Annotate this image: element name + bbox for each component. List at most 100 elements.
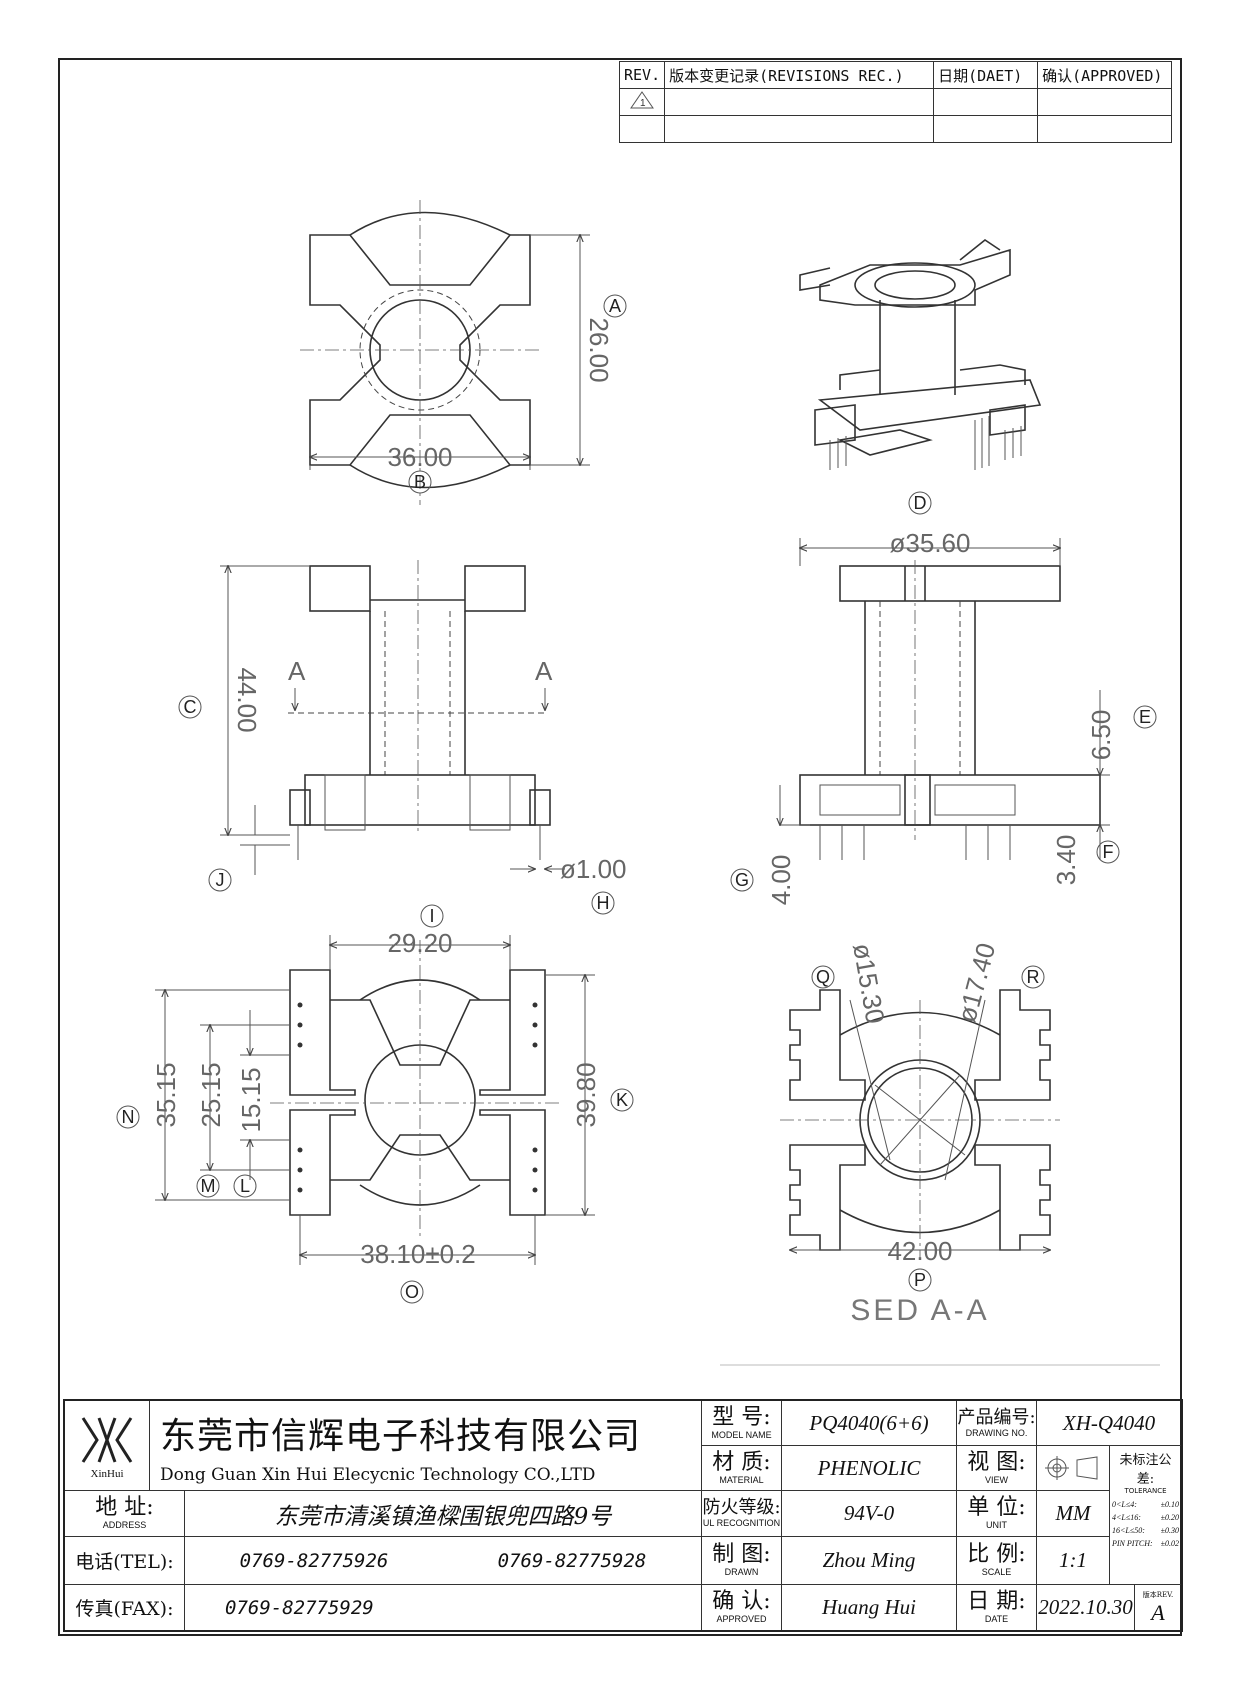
revision-row: 1 [618, 88, 1173, 116]
dim-f: 3.40 [1051, 835, 1081, 886]
revision-approved-cell [1037, 88, 1173, 116]
tolerance-range: PIN PITCH: [1112, 1539, 1153, 1548]
label-i: I [429, 906, 434, 926]
label-o: O [405, 1282, 419, 1302]
drawing-no-label: 产品编号:DRAWING NO. [957, 1401, 1037, 1446]
fax-label: 传真(FAX): [65, 1585, 185, 1630]
date-label: 日 期:DATE [957, 1585, 1037, 1630]
revision-table: REV. 版本变更记录(REVISIONS REC.) 日期(DAET) 确认(… [618, 61, 1173, 143]
rev-value: A [1151, 1599, 1165, 1625]
label-p: P [914, 1270, 926, 1290]
dim-n: 35.15 [151, 1062, 181, 1127]
technical-drawing: 26.00 A 36.00 B D [116, 200, 1160, 1366]
tolerance-value: ±0.10 [1160, 1500, 1179, 1509]
tolerance-row: 0<L≤4: ±0.10 [1112, 1498, 1179, 1511]
dim-a: 26.00 [584, 317, 614, 382]
tolerance-range: 0<L≤4: [1112, 1500, 1137, 1509]
dim-l: 15.15 [236, 1067, 266, 1132]
material-label: 材 质:MATERIAL [702, 1446, 782, 1491]
title-block: XinHui 东莞市信辉电子科技有限公司 Dong Guan Xin Hui E… [63, 1399, 1183, 1632]
tolerance-box: 未标注公差: TOLERANCE 0<L≤4: ±0.10 4<L≤16: ±0.20… [1110, 1446, 1181, 1585]
svg-text:1: 1 [640, 98, 646, 109]
dim-h: ø1.00 [560, 854, 627, 884]
label-f: F [1103, 842, 1114, 862]
section-mark-right: A [535, 656, 553, 686]
iso-view: D [799, 239, 1042, 515]
label-b: B [414, 472, 426, 492]
dim-e: 6.50 [1086, 710, 1116, 761]
tolerance-label-cn: 未标注公差: [1119, 1453, 1172, 1487]
tolerance-value: ±0.20 [1160, 1513, 1179, 1522]
dim-k: 39.80 [571, 1062, 601, 1127]
xinhui-logo-icon [81, 1416, 133, 1463]
dim-g: 4.00 [766, 855, 796, 906]
front-view: A A 44.00 C J ø1.00 H [178, 560, 627, 915]
tel-values: 0769-82775926 0769-82775928 [185, 1537, 702, 1585]
tel-2: 0769-82775928 [497, 1549, 647, 1572]
drawing-border [58, 58, 1182, 1636]
ul-label: 防火等级:UL RECOGNITION [702, 1491, 782, 1537]
unit-value: MM [1037, 1491, 1110, 1537]
label-r: R [1027, 967, 1040, 987]
label-m: M [201, 1176, 216, 1196]
fax-value: 0769-82775929 [185, 1585, 702, 1630]
revision-cell [933, 115, 1039, 143]
tolerance-range: 4<L≤16: [1112, 1513, 1141, 1522]
bottom-view: 29.20 I 39.80 K 35.15 N 25.15 M 15.15 L … [116, 904, 634, 1304]
label-c: C [184, 697, 197, 717]
revision-header-row: REV. 版本变更记录(REVISIONS REC.) 日期(DAET) 确认(… [618, 61, 1173, 89]
company-name-en: Dong Guan Xin Hui Elecycnic Technology C… [160, 1464, 596, 1485]
address-label: 地 址:ADDRESS [65, 1491, 185, 1537]
label-k: K [616, 1090, 628, 1110]
projection-symbol [1037, 1446, 1110, 1491]
tolerance-value: ±0.30 [1160, 1526, 1179, 1535]
logo-text: XinHui [90, 1467, 124, 1480]
drawn-label: 制 图:DRAWN [702, 1537, 782, 1585]
revision-cell [664, 88, 935, 116]
revision-triangle-icon: 1 [630, 91, 655, 109]
label-j: J [216, 870, 225, 890]
date-value: 2022.10.30 [1037, 1585, 1135, 1630]
company-name-cn: 东莞市信辉电子科技有限公司 [160, 1415, 642, 1457]
tel-label: 电话(TEL): [65, 1537, 185, 1585]
scale-label: 比 例:SCALE [957, 1537, 1037, 1585]
dim-c: 44.00 [232, 667, 262, 732]
model-value: PQ4040(6+6) [782, 1401, 957, 1446]
dim-i: 29.20 [387, 928, 452, 958]
company-cell: 东莞市信辉电子科技有限公司 Dong Guan Xin Hui Elecycni… [150, 1401, 702, 1491]
dim-m: 25.15 [196, 1062, 226, 1127]
tel-1: 0769-82775926 [239, 1549, 389, 1572]
dim-r: ø17.40 [951, 940, 1001, 1026]
tolerance-value: ±0.02 [1160, 1539, 1179, 1548]
revision-date-cell [933, 88, 1039, 116]
logo-cell: XinHui [65, 1401, 150, 1491]
revision-cell [618, 115, 666, 143]
revision-cell [664, 115, 935, 143]
model-label: 型 号:MODEL NAME [702, 1401, 782, 1446]
label-h: H [597, 893, 610, 913]
revision-row [618, 115, 1173, 143]
rev-triangle-cell: 1 [618, 88, 666, 116]
label-n: N [122, 1107, 135, 1127]
dim-b: 36.00 [387, 442, 452, 472]
tolerance-row: 4<L≤16: ±0.20 [1112, 1511, 1179, 1524]
address-value: 东莞市清溪镇渔樑围银兜四路9号 [185, 1491, 702, 1537]
tolerance-label-en: TOLERANCE [1124, 1487, 1167, 1495]
section-caption: SED A-A [850, 1294, 989, 1327]
approved-label: 确 认:APPROVED [702, 1585, 782, 1630]
section-view: ø15.30 Q ø17.40 R 42.00 P SED A-A [720, 940, 1160, 1366]
label-l: L [240, 1176, 250, 1196]
view-label: 视 图:VIEW [957, 1446, 1037, 1491]
label-a: A [609, 296, 621, 316]
dim-p: 42.00 [887, 1236, 952, 1266]
revisions-header: 版本变更记录(REVISIONS REC.) [664, 61, 935, 89]
tolerance-row: 16<L≤50: ±0.30 [1112, 1524, 1179, 1537]
material-value: PHENOLIC [782, 1446, 957, 1491]
top-view: 26.00 A 36.00 B [300, 200, 627, 505]
label-e: E [1139, 707, 1151, 727]
label-d: D [914, 493, 927, 513]
revision-cell [1037, 115, 1173, 143]
tolerance-range: 16<L≤50: [1112, 1526, 1145, 1535]
rev-box: 版本REV. A [1135, 1585, 1181, 1630]
